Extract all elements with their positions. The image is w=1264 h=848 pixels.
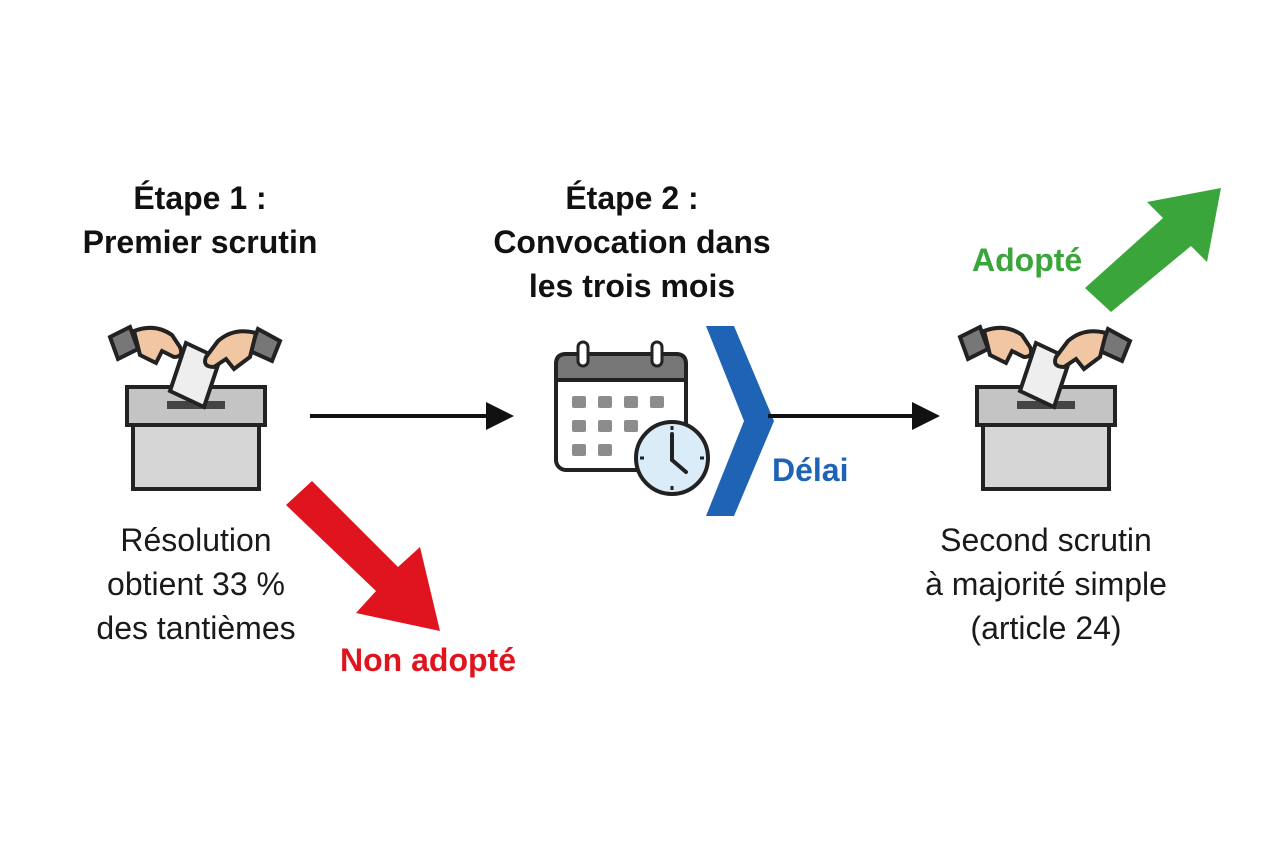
step1-title: Étape 1 : Premier scrutin — [82, 180, 318, 260]
step3-description: Second scrutin à majorité simple (articl… — [925, 522, 1167, 646]
arrow-right-icon — [310, 402, 514, 430]
delay-chevron-icon — [706, 326, 774, 516]
arrow-right-icon — [768, 402, 940, 430]
step1-outcome-label: Non adopté — [340, 642, 516, 678]
green-up-arrow-icon — [1085, 188, 1221, 312]
delay-label: Délai — [772, 452, 849, 488]
step3-outcome-label: Adopté — [972, 242, 1083, 278]
step2-title: Étape 2 : Convocation dans les trois moi… — [493, 180, 771, 304]
ballot-box-icon — [107, 324, 283, 491]
step1-description: Résolution obtient 33 % des tantièmes — [96, 522, 296, 646]
calendar-clock-icon — [554, 340, 710, 496]
red-down-arrow-icon — [286, 481, 440, 631]
ballot-box-icon — [957, 324, 1133, 491]
